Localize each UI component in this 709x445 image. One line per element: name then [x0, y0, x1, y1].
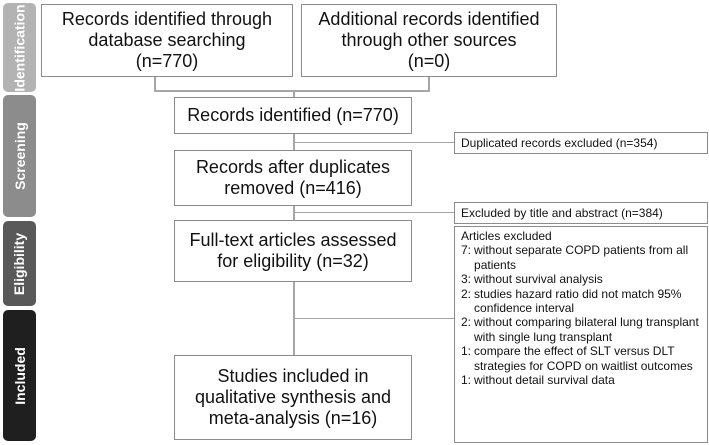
other-sources-box: Additional records identified through ot…	[301, 4, 557, 77]
phase-included-label: Included	[11, 346, 28, 405]
other-sources-count: (n=0)	[407, 50, 451, 71]
included-line1: Studies included in	[217, 366, 369, 387]
other-sources-line2: through other sources	[341, 30, 517, 51]
duplicates-excluded-box: Duplicated records excluded (n=354)	[454, 132, 708, 154]
database-records-count: (n=770)	[135, 50, 199, 71]
exclusion-item: 3: without survival analysis	[461, 272, 701, 286]
full-text-line1: Full-text articles assessed	[189, 230, 397, 251]
other-sources-line1: Additional records identified	[318, 9, 540, 30]
connector-to-title-abstract-excluded	[293, 212, 454, 213]
exclusion-item: 2: studies hazard ratio did not match 95…	[461, 287, 701, 316]
exclusion-item: 1: compare the effect of SLT versus DLT …	[461, 344, 701, 373]
studies-included-box: Studies included in qualitative synthesi…	[174, 355, 412, 440]
connector-to-duplicates-excluded	[293, 142, 454, 143]
articles-excluded-title: Articles excluded	[461, 229, 552, 243]
connector-screened-to-fulltext	[293, 206, 295, 220]
database-records-line1: Records identified through	[61, 9, 273, 30]
phase-eligibility: Eligibility	[3, 221, 36, 306]
connector-to-identified	[293, 90, 295, 97]
after-duplicates-line1: Records after duplicates	[195, 157, 391, 178]
exclusion-count: 2:	[461, 315, 472, 330]
phase-identification: Identification	[3, 3, 36, 92]
exclusion-count: 3:	[461, 272, 472, 287]
connector-other-down	[428, 77, 430, 92]
records-after-duplicates-box: Records after duplicates removed (n=416)	[174, 150, 412, 206]
phase-eligibility-label: Eligibility	[11, 232, 28, 295]
phase-identification-label: Identification	[11, 3, 28, 92]
connector-merge	[154, 90, 430, 92]
phase-screening-label: Screening	[11, 122, 28, 190]
exclusion-item: 1: without detail survival data	[461, 373, 701, 387]
duplicates-excluded-text: Duplicated records excluded (n=354)	[461, 136, 658, 150]
after-duplicates-line2: removed (n=416)	[224, 178, 362, 198]
connector-database-down	[154, 77, 156, 92]
exclusion-reason: studies hazard ratio did not match 95% c…	[474, 286, 682, 315]
exclusion-reason: without survival analysis	[474, 272, 603, 287]
phase-screening: Screening	[3, 95, 36, 217]
connector-to-articles-excluded	[293, 318, 454, 319]
exclusion-item: 2: without comparing bilateral lung tran…	[461, 315, 701, 344]
exclusion-count: 1:	[461, 344, 472, 359]
full-text-assessed-box: Full-text articles assessed for eligibil…	[174, 220, 412, 282]
exclusion-count: 1:	[461, 372, 472, 387]
exclusion-reason: compare the effect of SLT versus DLT str…	[474, 344, 693, 373]
full-text-line2: for eligibility (n=32)	[217, 251, 369, 271]
articles-excluded-box: Articles excluded 7: without separate CO…	[454, 226, 708, 443]
exclusion-reason: without separate COPD patients from all …	[474, 243, 689, 272]
records-identified-box: Records identified (n=770)	[174, 97, 412, 134]
exclusion-item: 7: without separate COPD patients from a…	[461, 243, 701, 272]
title-abstract-excluded-text: Excluded by title and abstract (n=384)	[461, 206, 663, 220]
exclusion-count: 2:	[461, 286, 472, 301]
records-identified-text: Records identified (n=770)	[187, 105, 399, 126]
included-line3: meta-analysis (n=16)	[208, 407, 378, 428]
phase-included: Included	[3, 310, 36, 441]
database-records-box: Records identified through database sear…	[41, 4, 293, 77]
exclusion-reason: without comparing bilateral lung transpl…	[474, 315, 699, 344]
title-abstract-excluded-box: Excluded by title and abstract (n=384)	[454, 202, 708, 224]
exclusion-reason: without detail survival data	[474, 372, 615, 387]
exclusion-count: 7:	[461, 243, 472, 258]
included-line2: qualitative synthesis and	[194, 387, 392, 408]
database-records-line2: database searching	[88, 30, 246, 51]
